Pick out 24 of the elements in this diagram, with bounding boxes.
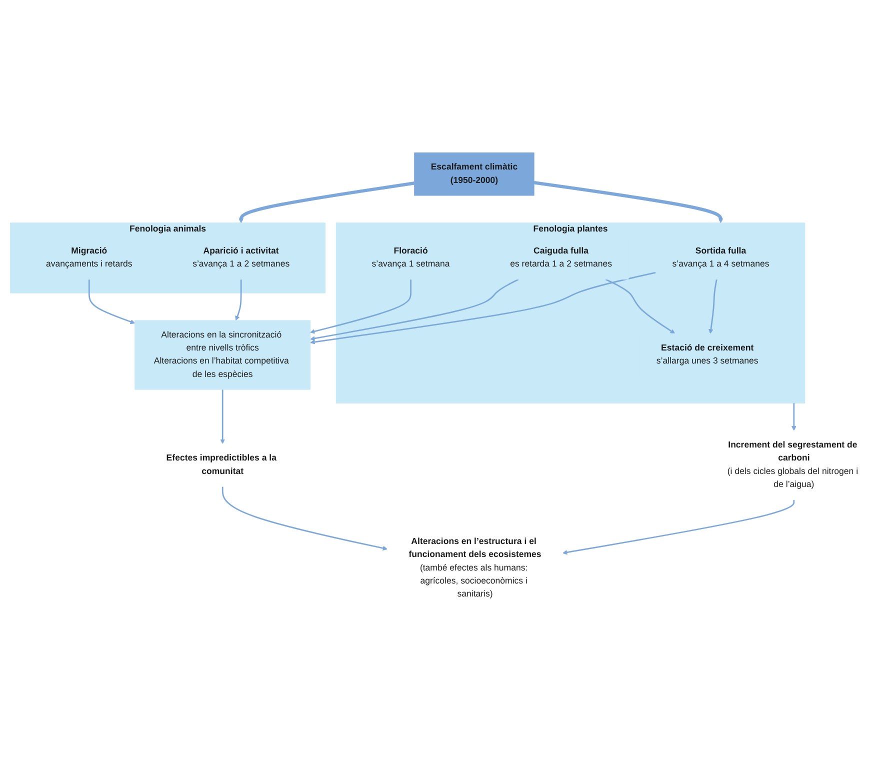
arrow bbox=[310, 279, 412, 334]
arrow bbox=[238, 181, 415, 224]
arrow bbox=[310, 272, 656, 344]
node-text: Estació de creixement s’allarga unes 3 setmanes bbox=[656, 343, 758, 366]
arrow bbox=[88, 279, 136, 324]
node-box: Escalfament climàtic (1950-2000) bbox=[414, 152, 534, 196]
node-text: Caiguda fulla es retarda 1 a 2 setmanes bbox=[510, 246, 612, 269]
node-text: Migració avançaments i retards bbox=[46, 246, 132, 269]
node-text: Alteracions en l’estructura i el funcionament dels ecosistemes (també efectes als humans: agrícoles, socioeconòmics i sanitaris) bbox=[408, 536, 542, 599]
node-text: Increment del segrestament de carboni (i dels cicles globals del nitrogen i de l’aigua) bbox=[727, 440, 858, 490]
arrow bbox=[222, 486, 388, 551]
arrow bbox=[534, 180, 724, 224]
arrow bbox=[310, 278, 519, 341]
arrow bbox=[605, 278, 676, 334]
arrow bbox=[708, 279, 718, 334]
arrow bbox=[792, 403, 796, 431]
node-text: Aparició i activitat s’avança 1 a 2 setmanes bbox=[192, 246, 290, 269]
arrow bbox=[235, 279, 242, 321]
arrow bbox=[562, 500, 795, 555]
node-text: Floració s’avança 1 setmana bbox=[372, 246, 450, 269]
node-text: Efectes impredictibles a la comunitat bbox=[166, 454, 276, 476]
node-text: Sortida fulla s’avança 1 a 4 setmanes bbox=[672, 246, 770, 269]
node-box: Alteracions en la sincronització entre nivells tròfics Alteracions en l’habitat competitiva de les espècies bbox=[134, 320, 311, 390]
arrow bbox=[220, 390, 225, 444]
